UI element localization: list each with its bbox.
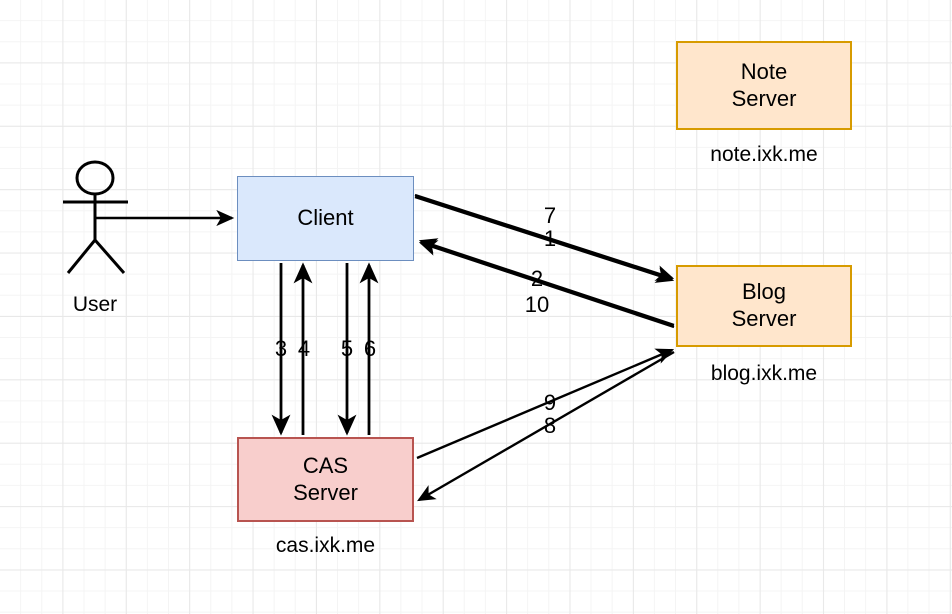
user-leg-right: [93, 239, 126, 274]
user-leg-left: [66, 239, 97, 274]
node-blog-server-line-0: Blog: [741, 279, 787, 305]
node-note-server-line-1: Server: [731, 85, 797, 111]
edge-label-3: 3: [274, 336, 288, 361]
node-cas-server[interactable]: CAS Server: [237, 437, 414, 522]
edge-label-9: 9: [543, 390, 557, 415]
edge-2: [418, 238, 675, 327]
edge-label-1: 1: [543, 226, 557, 251]
user-stick-figure: [63, 160, 128, 274]
edge-8: [417, 350, 675, 502]
caption-cas-server: cas.ixk.me: [275, 534, 376, 557]
edge-label-7: 7: [543, 203, 557, 228]
node-note-server-line-0: Note: [740, 58, 788, 84]
edge-10: [418, 240, 675, 329]
edge-label-10: 10: [524, 292, 550, 317]
edge-label-8: 8: [543, 413, 557, 438]
node-cas-server-line-1: Server: [293, 479, 358, 505]
node-blog-server[interactable]: Blog Server: [676, 265, 852, 347]
node-client[interactable]: Client: [237, 176, 414, 261]
user-head-icon: [75, 160, 115, 196]
edge-label-4: 4: [297, 336, 311, 361]
caption-note-server: note.ixk.me: [710, 143, 818, 166]
edge-label-5: 5: [340, 336, 354, 361]
edge-9: [416, 348, 675, 460]
edge-7: [414, 193, 675, 281]
node-note-server[interactable]: Note Server: [676, 41, 852, 130]
edge-label-2: 2: [530, 266, 544, 291]
edge-label-6: 6: [363, 336, 377, 361]
node-client-line-0: Client: [297, 205, 354, 231]
actor-label-user: User: [72, 293, 118, 316]
caption-blog-server: blog.ixk.me: [710, 362, 818, 385]
node-cas-server-line-0: CAS: [302, 452, 349, 478]
edge-1: [414, 195, 675, 283]
node-blog-server-line-1: Server: [731, 306, 797, 331]
